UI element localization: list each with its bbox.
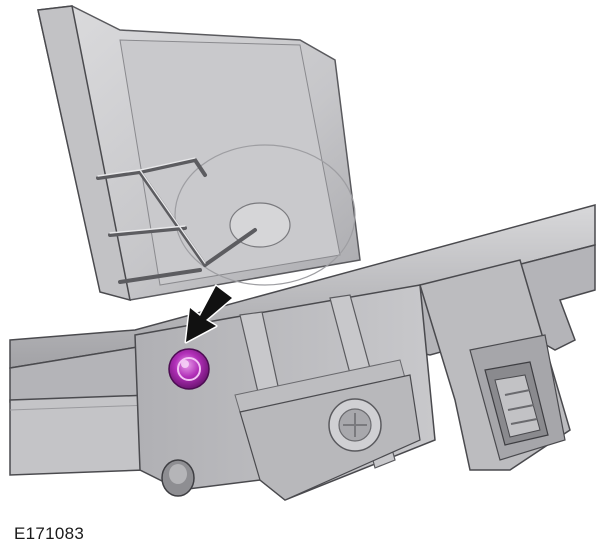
figure-id-label: E171083 (14, 524, 85, 543)
fastener-icon (168, 348, 210, 390)
right-clip-bracket (419, 259, 571, 471)
support-rods-highlight (97, 157, 206, 264)
lower-left-panel (9, 394, 166, 476)
support-rods (96, 157, 257, 284)
illustration (9, 5, 596, 501)
center-bracket (134, 284, 436, 501)
pointer-arrow-icon (184, 284, 234, 344)
